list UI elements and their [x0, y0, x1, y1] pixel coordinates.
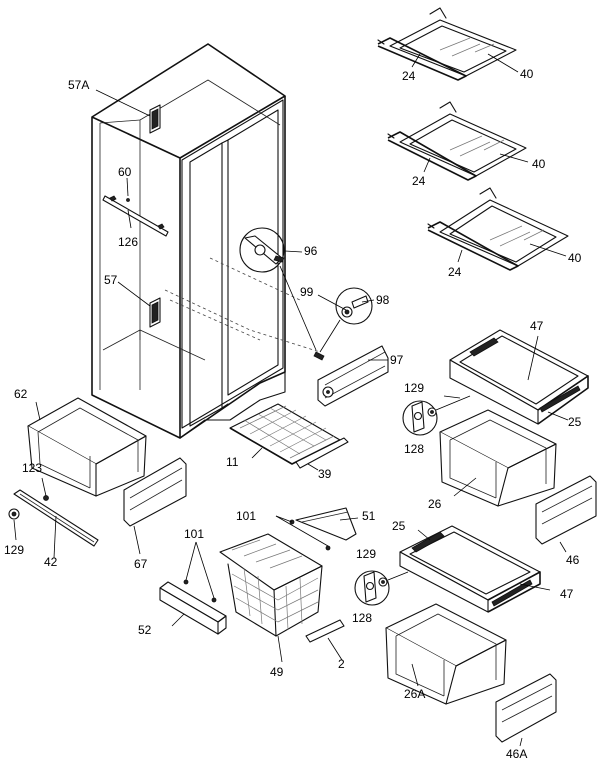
label-46: 46 — [566, 553, 580, 567]
crisper-cover-upper — [449, 329, 589, 425]
label-101-left: 101 — [184, 527, 204, 541]
label-25-lower: 25 — [392, 519, 406, 533]
label-24-shelf1: 24 — [402, 69, 416, 83]
label-47-lower: 47 — [560, 587, 574, 601]
label-129-left: 129 — [4, 543, 24, 557]
freezer-bin-62 — [27, 397, 147, 497]
label-123: 123 — [22, 461, 42, 475]
crisper-drawer-26a — [385, 603, 507, 705]
label-2: 2 — [338, 657, 345, 671]
drawer-front-67 — [123, 457, 187, 527]
part-52-bracket — [159, 579, 227, 635]
label-40-shelf1: 40 — [520, 67, 534, 81]
label-51: 51 — [362, 509, 376, 523]
label-24-shelf2: 24 — [412, 174, 426, 188]
part-128-upper — [402, 395, 471, 436]
label-60: 60 — [118, 165, 132, 179]
freezer-shelf-3 — [427, 187, 569, 271]
label-98: 98 — [376, 293, 390, 307]
label-57: 57 — [104, 273, 118, 287]
wire-basket-49 — [219, 533, 323, 637]
label-24-shelf3: 24 — [448, 265, 462, 279]
label-96: 96 — [304, 244, 318, 258]
part-96-detail — [239, 227, 317, 351]
freezer-shelf-1 — [377, 7, 517, 81]
label-129-upper: 129 — [404, 381, 424, 395]
label-67: 67 — [134, 557, 148, 571]
part-98-detail — [319, 287, 373, 353]
refrigerator-cabinet — [91, 43, 321, 439]
part-51-rail — [289, 507, 357, 551]
label-40-shelf3: 40 — [568, 251, 582, 265]
label-128-upper: 128 — [404, 442, 424, 456]
label-99: 99 — [300, 285, 314, 299]
label-57a: 57A — [68, 78, 89, 92]
label-49: 49 — [270, 665, 284, 679]
rail-42 — [8, 489, 99, 547]
label-40-shelf2: 40 — [532, 157, 546, 171]
part-57a — [149, 104, 161, 134]
label-62: 62 — [14, 387, 28, 401]
label-11: 11 — [226, 455, 239, 469]
label-47-upper: 47 — [530, 319, 544, 333]
part-60-rail — [102, 195, 169, 237]
leader-lines — [13, 53, 569, 747]
label-39: 39 — [318, 467, 332, 481]
callout-labels: 57A 60 126 57 96 99 98 97 24 40 24 40 24… — [4, 67, 582, 761]
label-42: 42 — [44, 555, 58, 569]
label-46a: 46A — [506, 747, 527, 761]
crisper-cover-lower — [399, 525, 541, 613]
label-129-lower: 129 — [356, 547, 376, 561]
part-2 — [305, 619, 345, 643]
drawer-front-46 — [535, 475, 597, 545]
label-25-upper: 25 — [568, 415, 582, 429]
part-97-cover — [313, 345, 389, 407]
label-97: 97 — [390, 353, 404, 367]
drawer-front-46a — [495, 673, 557, 743]
label-128-lower: 128 — [352, 611, 372, 625]
label-26a: 26A — [404, 687, 425, 701]
label-126: 126 — [118, 235, 138, 249]
trim-39 — [295, 437, 349, 469]
label-101-right: 101 — [236, 509, 256, 523]
part-57 — [149, 297, 161, 328]
crisper-drawer-26 — [439, 409, 557, 507]
label-52: 52 — [138, 623, 152, 637]
freezer-shelf-2 — [387, 101, 527, 181]
part-128-lower — [354, 570, 409, 606]
label-26: 26 — [428, 497, 442, 511]
